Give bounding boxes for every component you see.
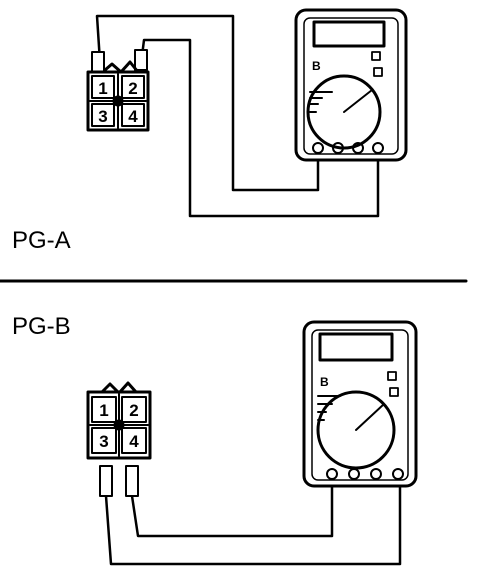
panel-pg-b: 1 2 3 4 B PG-B (12, 313, 418, 566)
pin-4-label: 4 (128, 107, 138, 126)
multimeter-icon: B (294, 8, 408, 162)
meter-mark-label: B (320, 375, 329, 389)
pin-1-label: 1 (98, 79, 107, 98)
probe-icon (91, 49, 148, 73)
connector-icon: 1 2 3 4 (86, 60, 150, 132)
pin-4-label: 4 (129, 432, 139, 451)
wire-b-outer (104, 474, 402, 566)
pin-2-label: 2 (128, 79, 137, 98)
meter-mark-label: B (312, 59, 321, 73)
wire-a-right (140, 38, 380, 218)
panel-a-label: PG-A (12, 227, 71, 254)
probe-icon (99, 465, 139, 497)
panel-b-label: PG-B (12, 313, 71, 340)
panel-pg-a: 1 2 3 4 B PG-A (12, 8, 408, 254)
connector-icon: 1 2 3 4 (86, 381, 152, 460)
pin-3-label: 3 (99, 432, 108, 451)
wire-b-inner (130, 474, 334, 538)
multimeter-icon: B (302, 320, 418, 488)
wire-a-left (95, 14, 320, 192)
pin-2-label: 2 (129, 401, 138, 420)
pin-1-label: 1 (99, 401, 108, 420)
pin-3-label: 3 (98, 107, 107, 126)
